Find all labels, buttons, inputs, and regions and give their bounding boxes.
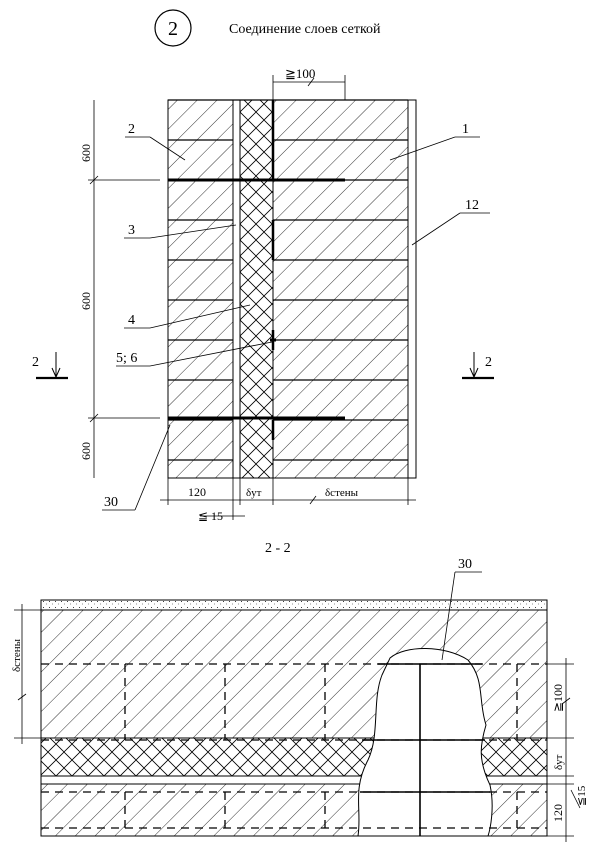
dim-top-label: ≧100 bbox=[285, 66, 315, 81]
dim-left-1: 600 bbox=[79, 144, 93, 162]
dim-left-2: 600 bbox=[79, 292, 93, 310]
dim-bottom-wall: δстены bbox=[325, 487, 359, 499]
dim-left-3: 600 bbox=[79, 442, 93, 460]
callout-2: 2 bbox=[128, 122, 135, 137]
detail-number-circle bbox=[154, 9, 192, 47]
callout-3: 3 bbox=[128, 223, 135, 238]
plaster-layer bbox=[407, 99, 417, 479]
detail-title: Соединение слоев сеткой bbox=[229, 22, 381, 37]
section-dim-right bbox=[547, 658, 581, 842]
detail-number: 2 bbox=[168, 18, 178, 40]
section-mark-right-label: 2 bbox=[485, 355, 492, 370]
section-dim-120: 120 bbox=[551, 804, 565, 822]
section-dim-left bbox=[14, 604, 41, 744]
section-dim-insulation: δут bbox=[553, 754, 565, 770]
section-callout-leader bbox=[441, 571, 482, 661]
dim-bottom-120: 120 bbox=[188, 485, 206, 499]
section-mark-left-label: 2 bbox=[32, 355, 39, 370]
callout-leaders bbox=[102, 136, 490, 511]
callout-30: 30 bbox=[104, 495, 118, 510]
callout-4: 4 bbox=[128, 313, 135, 328]
dim-bottom-insulation: δут bbox=[246, 487, 262, 499]
section-view: 30 δстены ≧100 δут ≦15 120 bbox=[11, 557, 588, 842]
section-plaster bbox=[40, 599, 548, 611]
dim-left bbox=[88, 100, 160, 478]
gap-layer bbox=[232, 99, 241, 479]
section-title: 2 - 2 bbox=[265, 541, 291, 556]
callout-5-6: 5; 6 bbox=[116, 351, 137, 366]
mesh-solid bbox=[360, 663, 490, 836]
wall-layer bbox=[272, 99, 409, 479]
dim-gap: ≦ 15 bbox=[198, 509, 223, 523]
insulation-layer bbox=[239, 99, 274, 479]
section-dim-gap: ≦15 bbox=[576, 785, 588, 806]
dim-top bbox=[272, 75, 346, 100]
callout-1: 1 bbox=[462, 122, 469, 137]
mesh-dashed bbox=[41, 663, 547, 829]
section-dim-left-label: δстены bbox=[11, 638, 23, 672]
dim-bottom bbox=[160, 478, 416, 520]
brick-layer-left bbox=[167, 99, 234, 479]
section-dim-100: ≧100 bbox=[551, 684, 565, 712]
section-mark-left bbox=[36, 352, 68, 380]
section-mark-right bbox=[462, 352, 494, 380]
callout-12: 12 bbox=[465, 198, 479, 213]
section-callout-30: 30 bbox=[458, 557, 472, 572]
elevation-view: ≧100 600 600 600 2 1 12 3 4 5; 6 30 bbox=[32, 66, 494, 523]
cutaway-region bbox=[357, 648, 493, 837]
